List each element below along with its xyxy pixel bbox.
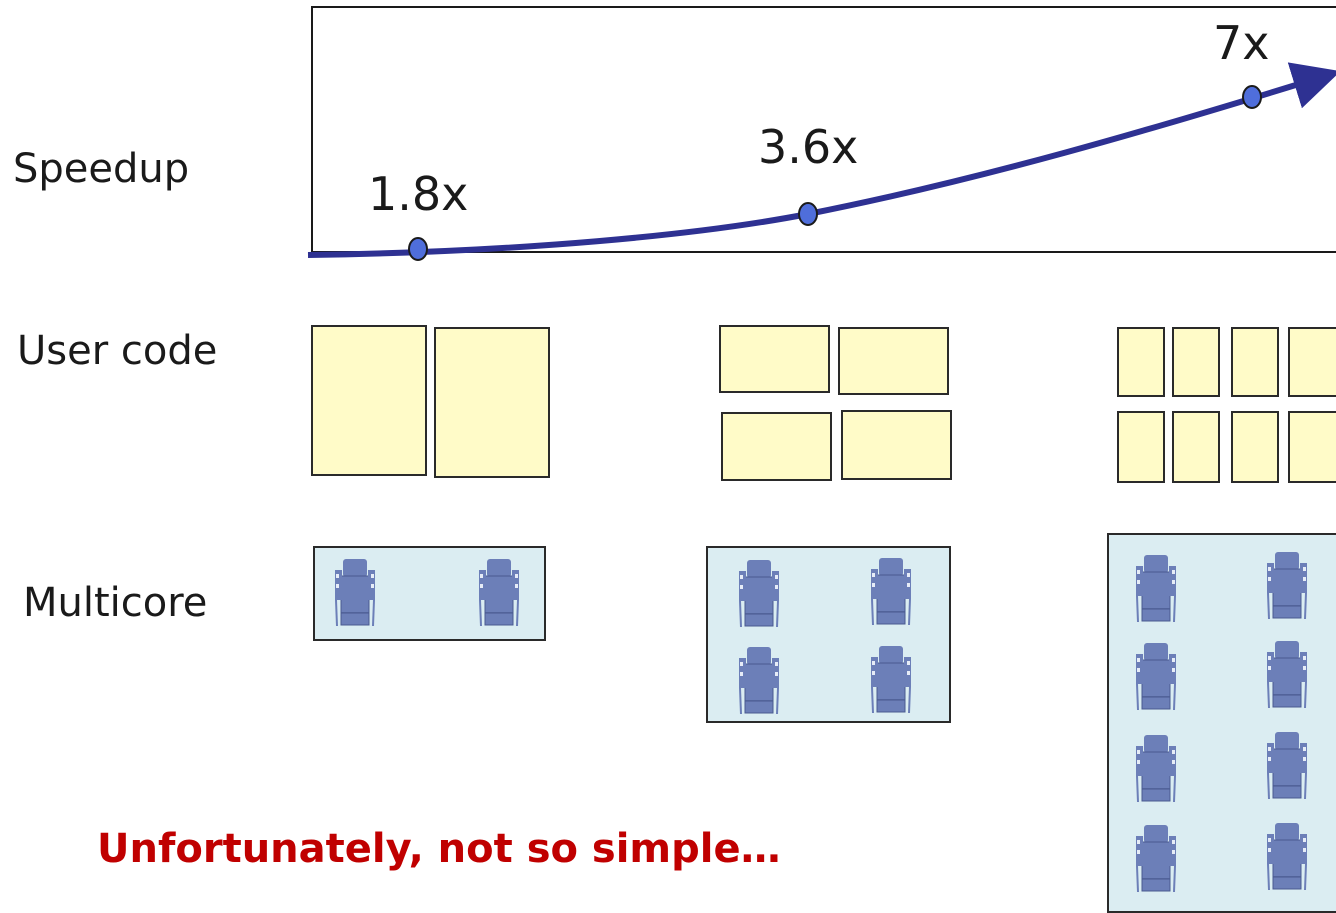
task-block [434,327,550,478]
task-block [1288,327,1336,397]
processor-core-icon [1266,729,1308,800]
task-block [1172,327,1220,397]
processor-core-icon [1135,732,1177,803]
processor-core-icon [738,557,780,628]
processor-core-icon [1135,822,1177,893]
task-block [719,325,830,393]
task-block [721,412,832,481]
processor-core-icon [870,555,912,626]
speedup-label-1: 1.8x [368,167,469,221]
speedup-point-1 [408,237,428,261]
task-block [1288,411,1336,483]
task-block [838,327,949,395]
speedup-point-3 [1242,85,1262,109]
processor-core-icon [1266,820,1308,891]
speedup-curve-svg [307,62,1336,261]
processor-core-icon [478,556,520,627]
task-block [841,410,952,480]
task-block [1231,411,1279,483]
user-code-row-label: User code [17,328,218,374]
processor-core-icon [334,556,376,627]
speedup-panel [311,6,1336,253]
speedup-label-3: 7x [1213,16,1270,70]
task-block [1172,411,1220,483]
task-block [1117,327,1165,397]
speedup-point-2 [798,202,818,226]
speedup-row-label: Speedup [13,146,190,192]
processor-core-icon [738,644,780,715]
task-block [311,325,427,476]
processor-core-icon [870,643,912,714]
task-block [1231,327,1279,397]
caption: Unfortunately, not so simple… [97,826,781,872]
processor-core-icon [1266,638,1308,709]
processor-core-icon [1135,640,1177,711]
processor-core-icon [1266,549,1308,620]
multicore-row-label: Multicore [23,580,208,626]
processor-core-icon [1135,552,1177,623]
task-block [1117,411,1165,483]
speedup-label-2: 3.6x [758,120,859,174]
